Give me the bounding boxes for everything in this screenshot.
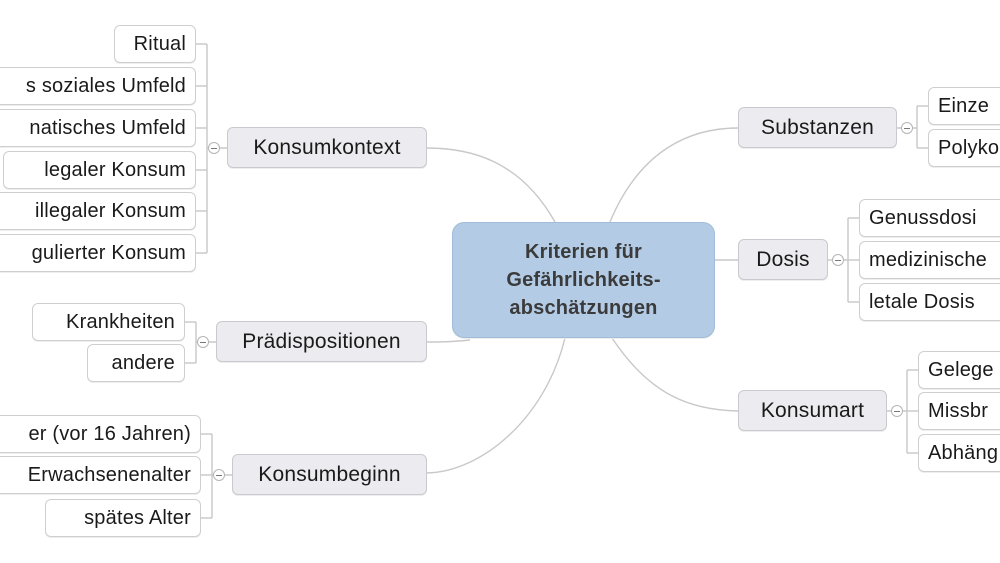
leaf-spaetes-alter[interactable]: spätes Alter [45,499,201,537]
leaf-label: Genussdosi [869,206,977,229]
branch-label: Prädispositionen [242,329,401,353]
leaf-label: er (vor 16 Jahren) [28,422,191,445]
collapse-konsumbeginn-icon[interactable] [213,469,225,481]
leaf-label: Polyko [938,136,1000,159]
leaf-missbrauch[interactable]: Missbr [918,392,1000,430]
leaf-einzelsubstanz[interactable]: Einze [928,87,1000,125]
root-node[interactable]: Kriterien für Gefährlichkeits- abschätzu… [452,222,715,338]
leaf-label: andere [111,351,175,374]
leaf-label: Gelege [928,358,994,381]
leaf-label: Einze [938,94,990,117]
collapse-dosis-icon[interactable] [832,254,844,266]
leaf-erwachsenenalter[interactable]: Erwachsenenalter [0,456,201,494]
leaf-illegaler-konsum[interactable]: illegaler Konsum [0,192,196,230]
branch-konsumart[interactable]: Konsumart [738,390,887,431]
branch-dosis[interactable]: Dosis [738,239,828,280]
leaf-polykonsum[interactable]: Polyko [928,129,1000,167]
collapse-konsumkontext-icon[interactable] [208,142,220,154]
connector-root-praedispositionen [426,339,471,343]
branch-label: Konsumbeginn [258,462,401,486]
branch-substanzen[interactable]: Substanzen [738,107,897,148]
connector-root-konsumkontext [426,147,556,223]
leaf-ritual[interactable]: Ritual [114,25,196,63]
leaf-label: natisches Umfeld [29,116,186,139]
branch-label: Substanzen [761,115,874,139]
branch-konsumkontext[interactable]: Konsumkontext [227,127,427,168]
branch-label: Konsumkontext [253,135,401,159]
leaf-frueh[interactable]: er (vor 16 Jahren) [0,415,201,453]
leaf-label: Abhäng [928,441,999,464]
leaf-krankheiten[interactable]: Krankheiten [32,303,185,341]
leaf-label: s soziales Umfeld [25,74,186,97]
leaf-medizinische-dosis[interactable]: medizinische [859,241,1000,279]
root-line-2: Gefährlichkeits- [506,269,661,291]
leaf-label: Missbr [928,399,989,422]
leaf-label: Erwachsenenalter [27,463,191,486]
leaf-soziales-umfeld[interactable]: s soziales Umfeld [0,67,196,105]
leaf-legaler-konsum[interactable]: legaler Konsum [3,151,196,189]
branch-praedispositionen[interactable]: Prädispositionen [216,321,427,362]
leaf-andere[interactable]: andere [87,344,185,382]
leaf-letale-dosis[interactable]: letale Dosis [859,283,1000,321]
root-line-1: Kriterien für [524,241,643,263]
branch-label: Konsumart [760,398,865,422]
leaf-label: Ritual [133,32,186,55]
leaf-label: legaler Konsum [44,158,186,181]
collapse-praedispositionen-icon[interactable] [197,336,209,348]
branch-konsumbeginn[interactable]: Konsumbeginn [232,454,427,495]
collapse-substanzen-icon[interactable] [901,122,913,134]
connector-root-konsumbeginn [426,337,566,474]
connector-root-substanzen [609,127,739,223]
leaf-label: spätes Alter [84,506,191,529]
leaf-abhaengigkeit[interactable]: Abhäng [918,434,1000,472]
leaf-genussdosis[interactable]: Genussdosi [859,199,1000,237]
leaf-label: illegaler Konsum [34,199,186,222]
root-line-3: abschätzungen [509,297,658,319]
leaf-label: letale Dosis [869,290,975,313]
branch-label: Dosis [756,247,810,271]
leaf-label: medizinische [869,248,988,271]
leaf-label: gulierter Konsum [31,241,186,264]
collapse-konsumart-icon[interactable] [891,405,903,417]
leaf-gelegenheitskonsum[interactable]: Gelege [918,351,1000,389]
leaf-regulierter-konsum[interactable]: gulierter Konsum [0,234,196,272]
connector-root-konsumart [611,337,739,412]
leaf-umfeld[interactable]: natisches Umfeld [0,109,196,147]
leaf-label: Krankheiten [66,310,175,333]
